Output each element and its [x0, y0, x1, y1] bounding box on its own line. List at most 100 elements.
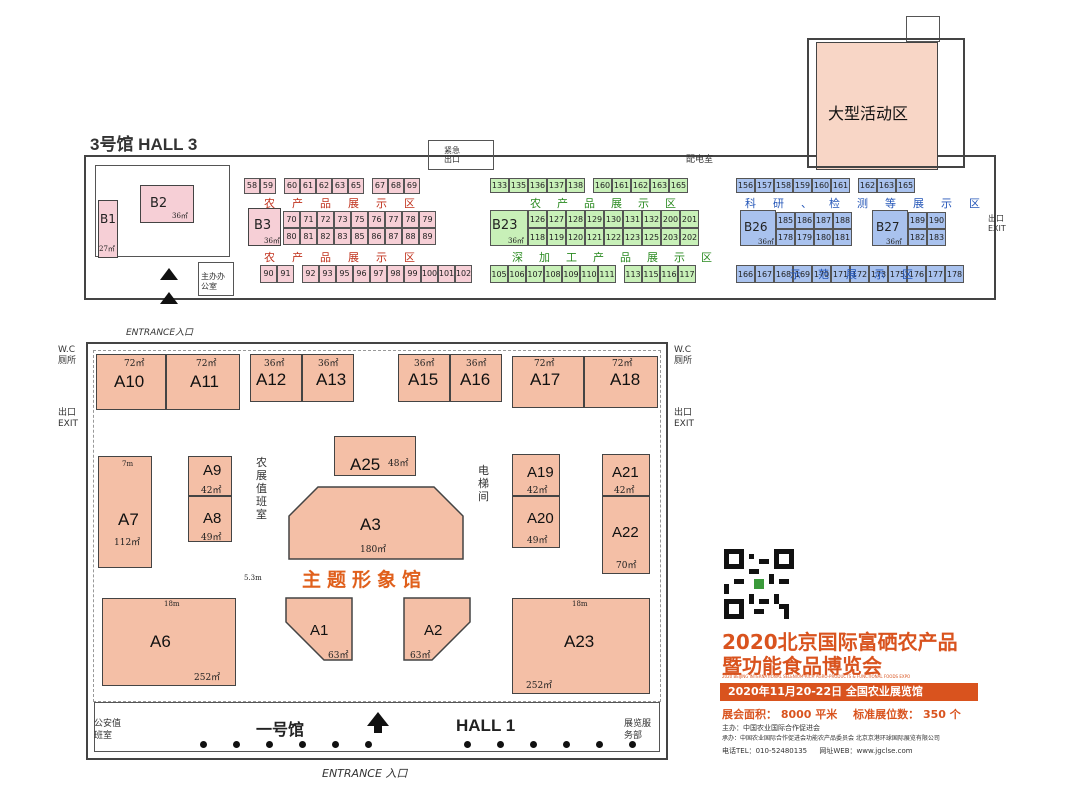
booth-92[interactable]: 92 — [302, 265, 319, 283]
booth-a7[interactable] — [98, 456, 152, 568]
booth-120[interactable]: 120 — [566, 228, 585, 246]
booth-117[interactable]: 117 — [678, 265, 696, 283]
booth-107[interactable]: 107 — [526, 265, 544, 283]
booth-161[interactable]: 161 — [831, 178, 850, 193]
booth-177[interactable]: 177 — [926, 265, 945, 283]
booth-169[interactable]: 169 — [793, 265, 812, 283]
booth-162[interactable]: 162 — [858, 178, 877, 193]
booth-116[interactable]: 116 — [660, 265, 678, 283]
booth-173[interactable]: 173 — [869, 265, 888, 283]
booth-77[interactable]: 77 — [385, 211, 402, 228]
booth-133[interactable]: 133 — [490, 178, 509, 193]
booth-93[interactable]: 93 — [319, 265, 336, 283]
booth-161[interactable]: 161 — [612, 178, 631, 193]
booth-85[interactable]: 85 — [351, 228, 368, 245]
booth-159[interactable]: 159 — [793, 178, 812, 193]
booth-a20[interactable] — [512, 496, 560, 548]
booth-90[interactable]: 90 — [260, 265, 277, 283]
booth-97[interactable]: 97 — [370, 265, 387, 283]
booth-160[interactable]: 160 — [812, 178, 831, 193]
booth-167[interactable]: 167 — [755, 265, 774, 283]
booth-72[interactable]: 72 — [317, 211, 334, 228]
booth-a25[interactable] — [334, 436, 416, 476]
booth-b1[interactable] — [98, 200, 118, 258]
booth-156[interactable]: 156 — [736, 178, 755, 193]
booth-106[interactable]: 106 — [508, 265, 526, 283]
booth-137[interactable]: 137 — [547, 178, 566, 193]
booth-b26[interactable] — [740, 210, 776, 246]
booth-181[interactable]: 181 — [833, 229, 852, 246]
booth-86[interactable]: 86 — [368, 228, 385, 245]
booth-136[interactable]: 136 — [528, 178, 547, 193]
booth-121[interactable]: 121 — [585, 228, 604, 246]
booth-80[interactable]: 80 — [283, 228, 300, 245]
booth-91[interactable]: 91 — [277, 265, 294, 283]
booth-187[interactable]: 187 — [814, 212, 833, 229]
booth-101[interactable]: 101 — [438, 265, 455, 283]
booth-185[interactable]: 185 — [776, 212, 795, 229]
booth-96[interactable]: 96 — [353, 265, 370, 283]
booth-129[interactable]: 129 — [585, 210, 604, 228]
booth-b2[interactable] — [140, 185, 194, 223]
booth-115[interactable]: 115 — [642, 265, 660, 283]
booth-202[interactable]: 202 — [680, 228, 699, 246]
booth-98[interactable]: 98 — [387, 265, 404, 283]
booth-a17[interactable] — [512, 356, 584, 408]
booth-a16[interactable] — [450, 354, 502, 402]
booth-125[interactable]: 125 — [642, 228, 661, 246]
booth-a18[interactable] — [584, 356, 658, 408]
booth-160[interactable]: 160 — [593, 178, 612, 193]
booth-158[interactable]: 158 — [774, 178, 793, 193]
booth-122[interactable]: 122 — [604, 228, 623, 246]
booth-201[interactable]: 201 — [680, 210, 699, 228]
booth-b3[interactable] — [248, 208, 281, 246]
booth-65[interactable]: 65 — [348, 178, 364, 194]
booth-95[interactable]: 95 — [336, 265, 353, 283]
booth-138[interactable]: 138 — [566, 178, 585, 193]
booth-a6[interactable] — [102, 598, 236, 686]
booth-87[interactable]: 87 — [385, 228, 402, 245]
booth-118[interactable]: 118 — [528, 228, 547, 246]
booth-60[interactable]: 60 — [284, 178, 300, 194]
booth-190[interactable]: 190 — [927, 212, 946, 229]
booth-a19[interactable] — [512, 454, 560, 496]
booth-113[interactable]: 113 — [624, 265, 642, 283]
booth-75[interactable]: 75 — [351, 211, 368, 228]
booth-70[interactable]: 70 — [283, 211, 300, 228]
booth-62[interactable]: 62 — [316, 178, 332, 194]
booth-59[interactable]: 59 — [260, 178, 276, 194]
booth-165[interactable]: 165 — [896, 178, 915, 193]
booth-63[interactable]: 63 — [332, 178, 348, 194]
booth-157[interactable]: 157 — [755, 178, 774, 193]
booth-109[interactable]: 109 — [562, 265, 580, 283]
booth-73[interactable]: 73 — [334, 211, 351, 228]
booth-188[interactable]: 188 — [833, 212, 852, 229]
booth-130[interactable]: 130 — [604, 210, 623, 228]
booth-a21[interactable] — [602, 454, 650, 496]
booth-200[interactable]: 200 — [661, 210, 680, 228]
booth-175[interactable]: 175 — [888, 265, 907, 283]
booth-163[interactable]: 163 — [877, 178, 896, 193]
booth-b27[interactable] — [872, 210, 908, 246]
booth-102[interactable]: 102 — [455, 265, 472, 283]
booth-128[interactable]: 128 — [566, 210, 585, 228]
booth-172[interactable]: 172 — [850, 265, 869, 283]
booth-186[interactable]: 186 — [795, 212, 814, 229]
booth-131[interactable]: 131 — [623, 210, 642, 228]
booth-89[interactable]: 89 — [419, 228, 436, 245]
booth-a1[interactable] — [284, 596, 354, 662]
booth-176[interactable]: 176 — [907, 265, 926, 283]
booth-a10[interactable] — [96, 354, 166, 410]
booth-166[interactable]: 166 — [736, 265, 755, 283]
booth-123[interactable]: 123 — [623, 228, 642, 246]
booth-100[interactable]: 100 — [421, 265, 438, 283]
booth-132[interactable]: 132 — [642, 210, 661, 228]
booth-68[interactable]: 68 — [388, 178, 404, 194]
booth-58[interactable]: 58 — [244, 178, 260, 194]
booth-178[interactable]: 178 — [776, 229, 795, 246]
booth-a13[interactable] — [302, 354, 354, 402]
booth-81[interactable]: 81 — [300, 228, 317, 245]
booth-79[interactable]: 79 — [419, 211, 436, 228]
booth-82[interactable]: 82 — [317, 228, 334, 245]
booth-165[interactable]: 165 — [669, 178, 688, 193]
